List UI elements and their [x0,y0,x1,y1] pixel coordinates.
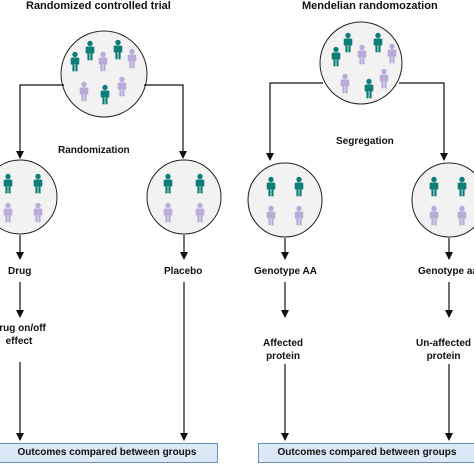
group-circle-genotype-aa [411,162,474,238]
drug-effect-line2: effect [5,336,33,347]
title-right: Mendelian randomozation [302,0,438,12]
branch-line-right-a [266,82,323,161]
branch-line-right-b [399,82,448,161]
affected-protein-label: Affected protein [263,337,303,363]
genotype-aa-label: Genotype aa [418,266,474,277]
unaffected-line1: Un-affected [416,338,472,349]
outcome-box-right: Outcomes compared between groups [258,443,474,463]
placebo-label: Placebo [164,266,203,277]
unaffected-line2: protein [426,351,461,362]
branch-line-left-b [144,84,187,159]
drug-effect-line1: Drug on/off [0,323,46,334]
group-circle-placebo [146,159,222,235]
drug-effect-label: Drug on/off effect [0,322,46,348]
split-label-left: Randomization [58,145,130,156]
unaffected-protein-label: Un-affected protein [416,337,471,363]
title-left: Randomized controlled trial [26,0,171,12]
split-label-right: Segregation [336,136,394,147]
genotype-AA-label: Genotype AA [254,266,317,277]
affected-line1: Affected [263,338,304,349]
branch-line-left-a [16,84,64,159]
drug-label: Drug [8,266,32,277]
group-circle-genotype-AA [247,162,323,238]
affected-line2: protein [266,351,300,362]
outcome-box-left: Outcomes compared between groups [0,443,218,463]
group-circle-drug [0,159,58,235]
